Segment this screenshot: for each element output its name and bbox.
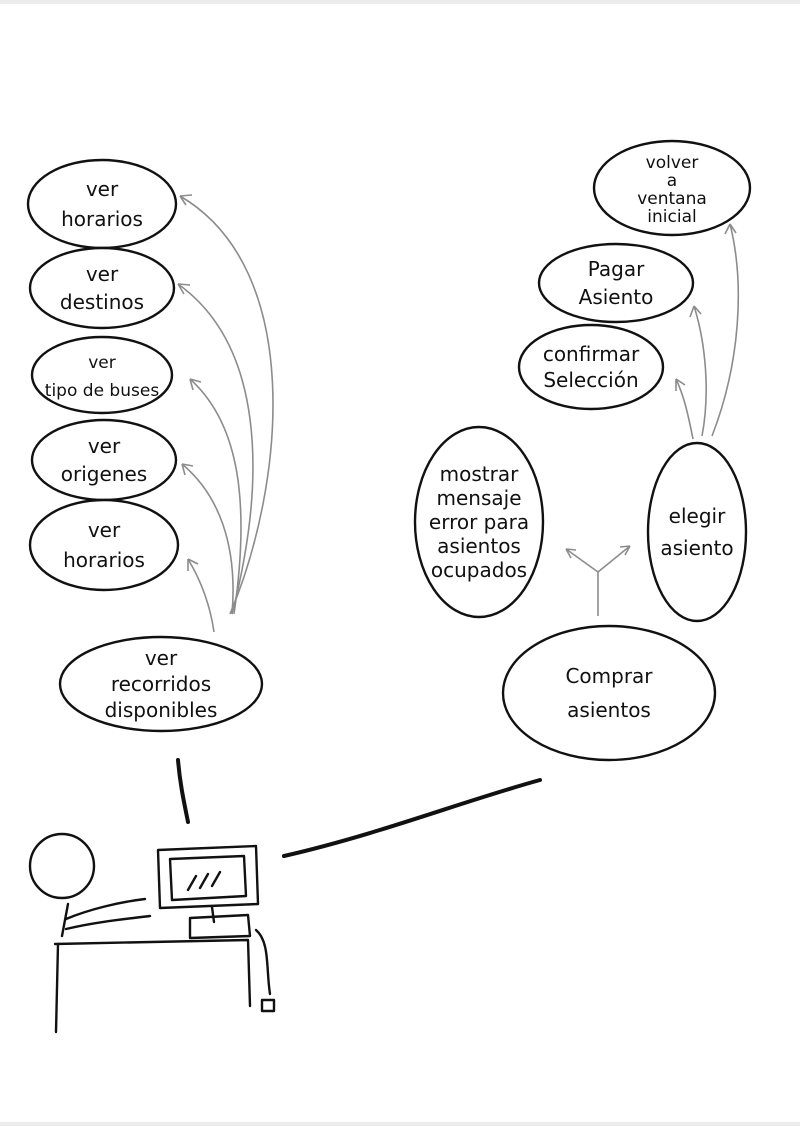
node-label-line: ver bbox=[88, 434, 121, 458]
right-include-arrows bbox=[565, 223, 740, 616]
node-label-line: tipo de buses bbox=[45, 381, 160, 401]
node-label-line: asiento bbox=[660, 536, 733, 560]
ellipse-shape bbox=[517, 323, 665, 411]
node-label-line: volver bbox=[646, 153, 699, 173]
actor-link-line-right bbox=[282, 778, 542, 858]
node-label-line: ver bbox=[86, 177, 119, 201]
node-label-line: recorridos bbox=[111, 672, 211, 696]
ellipse-shape bbox=[30, 418, 178, 502]
ellipse-shape bbox=[646, 441, 748, 623]
ellipse-shape bbox=[28, 498, 180, 592]
stick-figure-at-computer-icon bbox=[28, 832, 276, 1034]
node-label-line: origenes bbox=[61, 462, 147, 486]
use-case-elegir-asiento: elegir asiento bbox=[646, 441, 748, 623]
use-case-ver-tipo-de-buses: ver tipo de buses bbox=[30, 335, 174, 415]
ellipse-shape bbox=[537, 242, 695, 324]
node-label-line: ocupados bbox=[431, 558, 527, 582]
node-label-line: destinos bbox=[60, 290, 144, 314]
ellipse-shape bbox=[58, 635, 264, 733]
node-label-line: Pagar bbox=[588, 257, 645, 281]
ellipse-shape bbox=[592, 139, 752, 237]
node-label-line: ver bbox=[145, 646, 178, 670]
node-label-line: error para bbox=[429, 510, 529, 534]
node-label-line: mostrar bbox=[440, 462, 519, 486]
ellipse-shape bbox=[26, 158, 178, 250]
node-label-line: ver bbox=[88, 518, 121, 542]
node-label-line: mensaje bbox=[437, 486, 522, 510]
node-label-line: asientos bbox=[567, 698, 651, 722]
node-label-line: inicial bbox=[647, 207, 696, 227]
node-label-line: ventana bbox=[637, 189, 707, 209]
use-case-ver-origenes: ver origenes bbox=[30, 418, 178, 502]
node-label-line: horarios bbox=[61, 207, 143, 231]
node-label-line: asientos bbox=[437, 534, 521, 558]
use-case-ver-horarios-1: ver horarios bbox=[26, 158, 178, 250]
node-label-line: horarios bbox=[63, 548, 145, 572]
ellipse-shape bbox=[501, 624, 717, 762]
ellipse-shape bbox=[28, 246, 176, 330]
node-label-line: ver bbox=[88, 353, 116, 373]
node-label-line: disponibles bbox=[105, 698, 218, 722]
node-label-line: a bbox=[667, 171, 677, 191]
node-label-line: elegir bbox=[669, 504, 726, 528]
node-label-line: confirmar bbox=[543, 342, 640, 366]
use-case-comprar-asientos: Comprar asientos bbox=[501, 624, 717, 762]
node-label-line: ver bbox=[86, 262, 119, 286]
node-label-line: Asiento bbox=[579, 285, 654, 309]
use-case-ver-horarios-2: ver horarios bbox=[28, 498, 180, 592]
use-case-ver-destinos: ver destinos bbox=[28, 246, 176, 330]
actor-link-line-left bbox=[176, 758, 190, 824]
ellipse-shape bbox=[413, 425, 545, 619]
ellipse-shape bbox=[30, 335, 174, 415]
left-include-arrows bbox=[177, 194, 274, 633]
node-label-line: Selección bbox=[543, 368, 638, 392]
node-label-line: Comprar bbox=[565, 664, 653, 688]
